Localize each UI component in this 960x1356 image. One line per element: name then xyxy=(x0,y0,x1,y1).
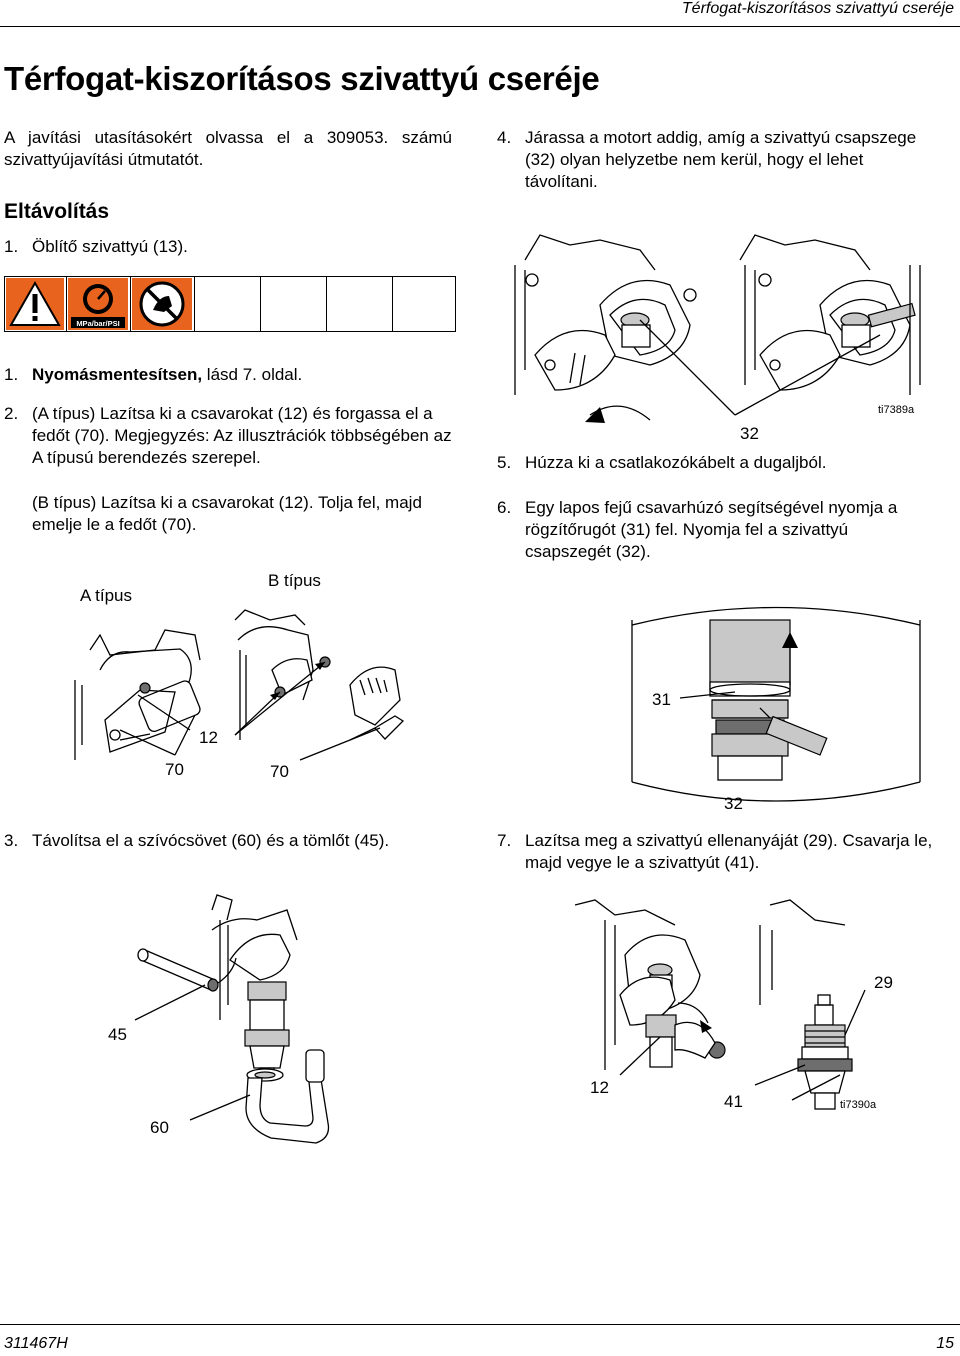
step-2-text: (A típus) Lazítsa ki a csavarokat (12) é… xyxy=(32,404,452,467)
figure-code-ti7390a: ti7390a xyxy=(840,1099,877,1111)
step-7-num: 7. xyxy=(497,831,512,850)
step-1-num: 1. xyxy=(4,237,19,256)
document-number: 311467H xyxy=(4,1335,68,1352)
warning-empty-cell xyxy=(261,277,327,331)
step-1b: 1. Nyomásmentesítsen, lásd 7. oldal. xyxy=(4,364,302,386)
suction-hose-figure xyxy=(134,894,330,1144)
step-1b-num: 1. xyxy=(4,365,19,384)
warning-box: MPa/bar/PSI xyxy=(4,276,456,332)
step-3: 3. Távolítsa el a szívócsövet (60) és a t… xyxy=(4,830,389,852)
warning-empty-cell xyxy=(393,277,455,331)
step-2b-text: (B típus) Lazítsa ki a csavarokat (12). … xyxy=(32,493,422,534)
step-4-num: 4. xyxy=(497,128,512,147)
step-3-num: 3. xyxy=(4,831,19,850)
type-a-label: A típus xyxy=(80,586,132,605)
callout-45: 45 xyxy=(108,1025,127,1044)
callout-41: 41 xyxy=(724,1092,743,1111)
step-5: 5. Húzza ki a csatlakozókábelt a dugaljbó… xyxy=(497,452,826,474)
step-2-num: 2. xyxy=(4,404,19,423)
removal-heading: Eltávolítás xyxy=(4,200,110,223)
footer-rule xyxy=(0,1324,960,1325)
intro-text: A javítási utasításokért olvassa el a 30… xyxy=(4,128,452,169)
header-rule xyxy=(0,26,960,27)
type-b-label: B típus xyxy=(268,571,321,590)
step-6: 6. Egy lapos fejű csavarhúzó segítségével… xyxy=(497,497,937,563)
pressure-unit-label: MPa/bar/PSI xyxy=(76,319,119,328)
figure-code-ti7389a: ti7389a xyxy=(878,404,915,416)
step-1b-text: lásd 7. oldal. xyxy=(202,365,303,384)
no-hand-spray-icon xyxy=(131,277,195,331)
pump-pin-figure xyxy=(514,234,921,423)
step-5-num: 5. xyxy=(497,453,512,472)
page-number: 15 xyxy=(936,1335,954,1352)
running-header: Térfogat-kiszorításos szivattyú cseréje xyxy=(681,0,954,17)
cover-removal-figure xyxy=(74,609,405,761)
pump-removal-figure xyxy=(574,899,866,1110)
callout-70-a: 70 xyxy=(165,760,184,779)
callout-32-pin: 32 xyxy=(740,424,759,443)
warning-empty-cell xyxy=(195,277,261,331)
warning-empty-cell xyxy=(327,277,393,331)
step-4-text: Járassa a motort addig, amíg a szivattyú… xyxy=(525,128,917,191)
callout-32-spring: 32 xyxy=(724,794,743,813)
step-3-text: Távolítsa el a szívócsövet (60) és a töm… xyxy=(32,831,390,850)
callout-12-pump: 12 xyxy=(590,1078,609,1097)
page-title: Térfogat-kiszorításos szivattyú cseréje xyxy=(4,60,600,97)
warning-triangle-icon xyxy=(5,277,67,331)
step-1: 1. Öblítő szivattyú (13). xyxy=(4,236,188,258)
callout-70-b: 70 xyxy=(270,762,289,781)
callout-31: 31 xyxy=(652,690,671,709)
callout-29: 29 xyxy=(874,973,893,992)
step-7: 7. Lazítsa meg a szivattyú ellenanyáját (… xyxy=(497,830,937,874)
step-1-text: Öblítő szivattyú (13). xyxy=(32,237,188,256)
step-7-text: Lazítsa meg a szivattyú ellenanyáját (29… xyxy=(525,831,933,872)
step-6-text: Egy lapos fejű csavarhúzó segítségével n… xyxy=(525,498,898,561)
step-2: 2. (A típus) Lazítsa ki a csavarokat (12)… xyxy=(4,403,452,469)
step-4: 4. Járassa a motort addig, amíg a szivatt… xyxy=(497,127,937,193)
callout-60: 60 xyxy=(150,1118,169,1137)
callout-12: 12 xyxy=(199,728,218,747)
pressure-gauge-icon: MPa/bar/PSI xyxy=(67,277,131,331)
step-1b-bold: Nyomásmentesítsen, xyxy=(32,365,203,384)
step-5-text: Húzza ki a csatlakozókábelt a dugaljból. xyxy=(525,453,827,472)
step-6-num: 6. xyxy=(497,498,512,517)
retaining-spring-figure xyxy=(631,606,921,802)
